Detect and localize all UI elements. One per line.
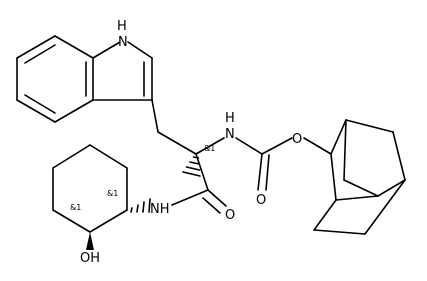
bond <box>52 144 91 169</box>
bond <box>127 41 153 59</box>
bond-double-inner <box>24 44 56 64</box>
amide-carbonyl-o-label: O <box>225 208 235 223</box>
indole-n-label: N <box>118 35 128 50</box>
carbamate-group <box>235 137 332 191</box>
bond <box>345 119 394 133</box>
bond-double-inner <box>24 94 56 114</box>
bond <box>16 99 56 123</box>
bond <box>54 99 94 123</box>
indole-h-label: H <box>117 19 127 34</box>
atom-labels: H N H N O O O NH OH &1 &1 &1 <box>70 19 302 266</box>
carbamate-carbonyl-o-label: O <box>256 193 266 208</box>
backbone-group <box>151 99 227 214</box>
bond <box>330 153 337 201</box>
bond <box>343 179 379 197</box>
amide-nh-label: NH <box>150 202 170 217</box>
bond <box>54 35 94 59</box>
bond <box>16 35 56 59</box>
bond <box>257 153 263 191</box>
bond <box>335 195 379 201</box>
nh-hashed-wedge <box>130 198 151 213</box>
bond-double <box>202 197 221 214</box>
alpha-carbon-stereo-label: &1 <box>204 144 215 153</box>
hydroxyl-label: OH <box>80 251 100 266</box>
carbamate-n-label: N <box>225 127 235 142</box>
oh-bold-wedge <box>86 232 94 250</box>
bond-double <box>265 154 270 191</box>
cyclohexyl-c1-stereo-label: &1 <box>107 189 118 198</box>
carbamate-h-label: H <box>225 111 235 126</box>
bond <box>313 229 366 235</box>
bond <box>92 41 121 59</box>
bond <box>89 144 128 169</box>
cyclohexanol-group <box>52 144 151 250</box>
bond <box>235 137 263 155</box>
bond <box>261 137 293 155</box>
indole-group <box>16 35 153 123</box>
bond <box>157 131 197 155</box>
ester-o-label: O <box>292 132 302 147</box>
bond <box>392 131 406 181</box>
bond <box>364 179 406 235</box>
bond <box>151 99 159 133</box>
bond <box>313 199 337 231</box>
bond <box>195 137 225 155</box>
bond <box>52 209 91 233</box>
bond <box>171 189 209 206</box>
bond <box>343 119 347 181</box>
bond <box>89 209 128 233</box>
bond <box>195 153 209 191</box>
bond <box>330 119 347 155</box>
bond <box>377 179 406 197</box>
bond <box>207 189 227 207</box>
cyclohexyl-c2-stereo-label: &1 <box>70 203 81 212</box>
adamantane-group <box>313 119 406 235</box>
bond <box>303 137 332 155</box>
